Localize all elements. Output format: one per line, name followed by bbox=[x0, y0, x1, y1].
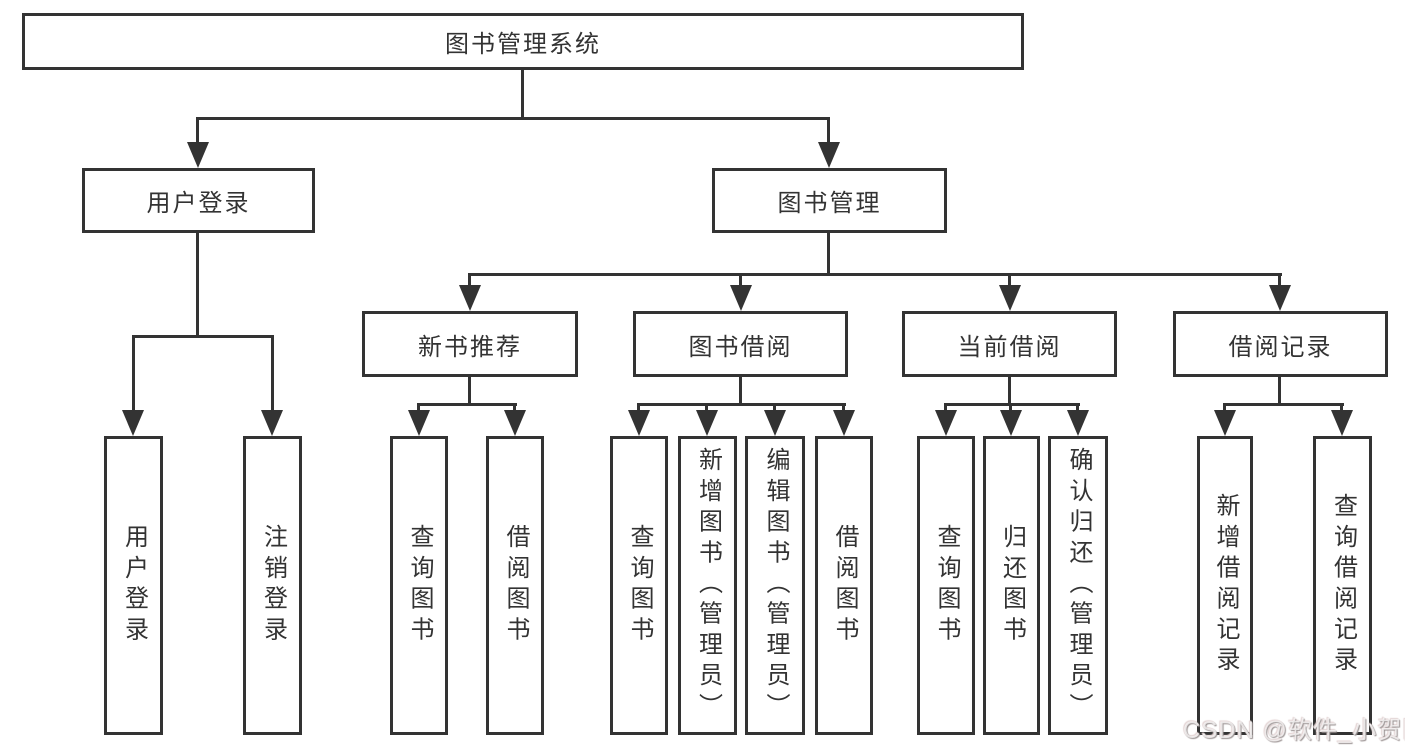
connector-line bbox=[1223, 403, 1226, 416]
arrowhead-icon bbox=[1214, 410, 1236, 436]
connector-line bbox=[827, 233, 830, 275]
node-label: 确认归还（管理员） bbox=[1065, 447, 1092, 724]
connector-line bbox=[842, 403, 845, 416]
connector-line bbox=[705, 403, 708, 416]
connector-line bbox=[132, 335, 135, 415]
connector-line bbox=[1278, 377, 1281, 406]
node-logout: 注销登录 bbox=[243, 436, 302, 735]
node-label: 图书管理 bbox=[777, 190, 882, 217]
connector-line bbox=[132, 335, 274, 338]
node-borrow-books-action: 借阅图书 bbox=[815, 436, 873, 735]
node-label: 新书推荐 bbox=[418, 333, 522, 361]
arrowhead-icon bbox=[122, 410, 144, 436]
connector-line bbox=[1008, 377, 1011, 406]
arrowhead-icon bbox=[818, 142, 840, 168]
node-borrow-books-recommend: 借阅图书 bbox=[486, 436, 544, 735]
connector-line bbox=[513, 403, 516, 416]
node-current-borrow: 当前借阅 bbox=[902, 311, 1117, 377]
connector-line bbox=[468, 273, 471, 289]
connector-line bbox=[196, 117, 199, 147]
node-label: 用户登录 bbox=[146, 190, 251, 217]
connector-line bbox=[1009, 403, 1012, 416]
connector-line bbox=[469, 273, 1282, 276]
node-label: 用户登录 bbox=[120, 524, 148, 647]
node-query-books-current: 查询图书 bbox=[917, 436, 975, 735]
node-add-borrow-record: 新增借阅记录 bbox=[1197, 436, 1253, 735]
node-query-books-recommend: 查询图书 bbox=[390, 436, 448, 735]
node-user-login: 用户登录 bbox=[82, 168, 315, 233]
arrowhead-icon bbox=[504, 410, 526, 436]
node-label: 借阅记录 bbox=[1228, 333, 1333, 361]
connector-line bbox=[521, 69, 524, 119]
connector-line bbox=[196, 233, 199, 337]
node-edit-book-admin: 编辑图书（管理员） bbox=[745, 436, 805, 735]
node-label: 查询图书 bbox=[933, 524, 960, 647]
node-label: 归还图书 bbox=[998, 524, 1026, 647]
connector-line bbox=[827, 117, 830, 147]
node-book-management: 图书管理 bbox=[712, 168, 947, 233]
connector-line bbox=[944, 403, 1080, 406]
node-query-borrow-record: 查询借阅记录 bbox=[1313, 436, 1372, 735]
node-user-login-action: 用户登录 bbox=[104, 436, 163, 735]
node-borrow-records: 借阅记录 bbox=[1173, 311, 1388, 377]
node-new-book-recommend: 新书推荐 bbox=[362, 311, 578, 377]
connector-line bbox=[637, 403, 640, 416]
connector-line bbox=[739, 273, 742, 289]
arrowhead-icon bbox=[408, 410, 430, 436]
arrowhead-icon bbox=[459, 285, 481, 311]
node-add-book-admin: 新增图书（管理员） bbox=[678, 436, 737, 735]
node-label: 编辑图书（管理员） bbox=[762, 447, 789, 724]
node-label: 查询借阅记录 bbox=[1329, 493, 1357, 678]
node-label: 当前借阅 bbox=[957, 333, 1062, 361]
node-label: 注销登录 bbox=[259, 524, 287, 647]
node-label: 查询图书 bbox=[406, 524, 433, 647]
node-label: 新增借阅记录 bbox=[1212, 493, 1239, 678]
arrowhead-icon bbox=[1067, 410, 1089, 436]
watermark: CSDN @软件_小贺同学 bbox=[1183, 717, 1405, 744]
connector-line bbox=[637, 403, 846, 406]
arrowhead-icon bbox=[1331, 410, 1353, 436]
node-label: 借阅图书 bbox=[502, 524, 529, 647]
arrowhead-icon bbox=[999, 285, 1021, 311]
node-library-system: 图书管理系统 bbox=[22, 13, 1024, 70]
node-confirm-return-admin: 确认归还（管理员） bbox=[1048, 436, 1108, 735]
connector-line bbox=[773, 403, 776, 416]
node-label: 查询图书 bbox=[626, 524, 653, 647]
arrowhead-icon bbox=[833, 410, 855, 436]
connector-line bbox=[1076, 403, 1079, 416]
connector-line bbox=[271, 335, 274, 415]
arrowhead-icon bbox=[696, 410, 718, 436]
node-query-books-borrow: 查询图书 bbox=[610, 436, 668, 735]
node-label: 新增图书（管理员） bbox=[694, 447, 722, 724]
arrowhead-icon bbox=[1000, 410, 1022, 436]
node-label: 图书借阅 bbox=[688, 333, 793, 361]
arrowhead-icon bbox=[628, 410, 650, 436]
connector-line bbox=[468, 377, 471, 406]
connector-line bbox=[944, 403, 947, 416]
node-label: 图书管理系统 bbox=[445, 31, 601, 58]
arrowhead-icon bbox=[935, 410, 957, 436]
node-label: 借阅图书 bbox=[831, 524, 858, 647]
connector-line bbox=[1340, 403, 1343, 416]
connector-line bbox=[1008, 273, 1011, 289]
arrowhead-icon bbox=[187, 142, 209, 168]
node-book-borrow: 图书借阅 bbox=[633, 311, 848, 377]
arrowhead-icon bbox=[1269, 285, 1291, 311]
connector-line bbox=[1278, 273, 1281, 289]
node-return-books: 归还图书 bbox=[983, 436, 1040, 735]
connector-line bbox=[196, 117, 830, 120]
connector-line bbox=[739, 377, 742, 406]
arrowhead-icon bbox=[730, 285, 752, 311]
connector-line bbox=[417, 403, 517, 406]
arrowhead-icon bbox=[764, 410, 786, 436]
connector-line bbox=[417, 403, 420, 416]
arrowhead-icon bbox=[261, 410, 283, 436]
connector-line bbox=[1223, 403, 1344, 406]
